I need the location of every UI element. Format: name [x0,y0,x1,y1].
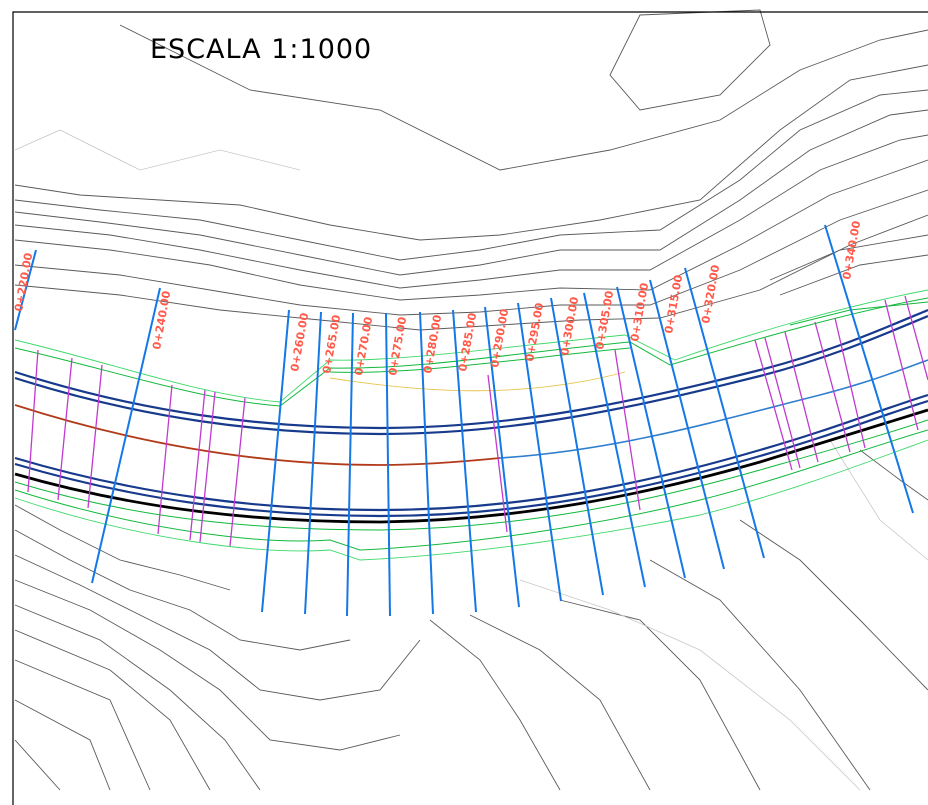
contour-line-minor [519,579,861,791]
contour-line [14,504,231,591]
station-label: 0+310.00 [628,282,651,343]
section-marker [784,331,819,463]
station-line [484,306,520,608]
station-line [517,302,562,602]
station-label: 0+285.00 [456,312,479,373]
station-line [452,309,477,613]
contour-line [859,449,928,501]
contour-line [14,604,261,791]
station-label: 0+340.00 [840,220,863,281]
station-lines [14,224,914,617]
station-line [419,311,434,615]
section-marker [199,391,216,543]
station-line [684,267,765,559]
contour-line [779,254,928,296]
contour-line [14,64,928,241]
contour-line [559,599,761,791]
section-marker [754,339,793,471]
station-line [14,249,37,331]
terrain-contours [14,9,928,791]
section-marker [814,321,851,453]
station-label: 0+220.00 [12,252,35,313]
road-edge-line [14,314,928,436]
contour-line [14,579,401,751]
contour-line [119,24,928,171]
slope-limit-line [329,347,631,373]
station-line [649,279,725,570]
slope-limit-line [14,289,928,403]
slope-limit-line [329,371,626,392]
section-marker [764,337,801,469]
contour-line [14,214,928,331]
section-marker [189,389,206,541]
station-line [616,286,686,579]
contour-line [14,739,61,791]
contour-line-minor [14,129,301,171]
station-line [91,287,161,584]
contour-line [14,629,211,791]
station-line [261,309,290,613]
road-edge-line [14,399,928,518]
slope-limit-line [14,429,928,551]
contour-line [429,619,561,791]
road-centerline [499,359,928,459]
contour-line [14,89,928,261]
section-marker [57,357,73,501]
station-label: 0+320.00 [699,264,722,325]
section-marker [487,374,508,533]
station-label: 0+290.00 [488,308,511,369]
contour-line [14,189,928,316]
contour-line [14,109,928,276]
road-edge-line [14,308,928,430]
station-line [824,224,914,514]
contour-line [14,699,111,791]
section-marker [614,349,641,511]
station-label: 0+265.00 [320,314,343,375]
contour-line [14,529,351,651]
section-marker [884,299,919,431]
slope-limit-line [14,439,928,561]
road-edge-line [14,393,928,512]
slope-limit-line [14,297,928,407]
station-line [550,297,604,596]
contour-line [14,554,421,701]
contour-line [14,159,928,301]
contour-line [649,559,871,791]
station-label: 0+295.00 [523,302,546,363]
contour-line [769,234,928,281]
section-marker [834,317,866,449]
station-label: 0+260.00 [288,312,311,373]
contour-line-minor [829,439,928,561]
station-label: 0+275.00 [386,316,409,377]
section-markers [27,295,928,547]
road-ditch-line [14,408,928,524]
contour-line [609,9,771,111]
section-marker [904,295,928,381]
road-centerline [14,404,501,466]
section-marker [157,384,173,535]
station-line [583,292,646,588]
contour-line [14,659,151,791]
section-marker [229,397,246,547]
section-marker [87,364,103,509]
contour-line [739,519,928,691]
contour-line [469,614,651,791]
station-line [304,311,322,615]
scale-title: ESCALA 1:1000 [150,34,372,65]
station-line [385,312,391,617]
contour-line [14,134,928,289]
station-label: 0+280.00 [421,314,444,375]
drawing-frame [12,11,928,805]
station-line [346,312,354,617]
slope-limit-line [14,419,928,531]
section-marker [27,349,39,493]
